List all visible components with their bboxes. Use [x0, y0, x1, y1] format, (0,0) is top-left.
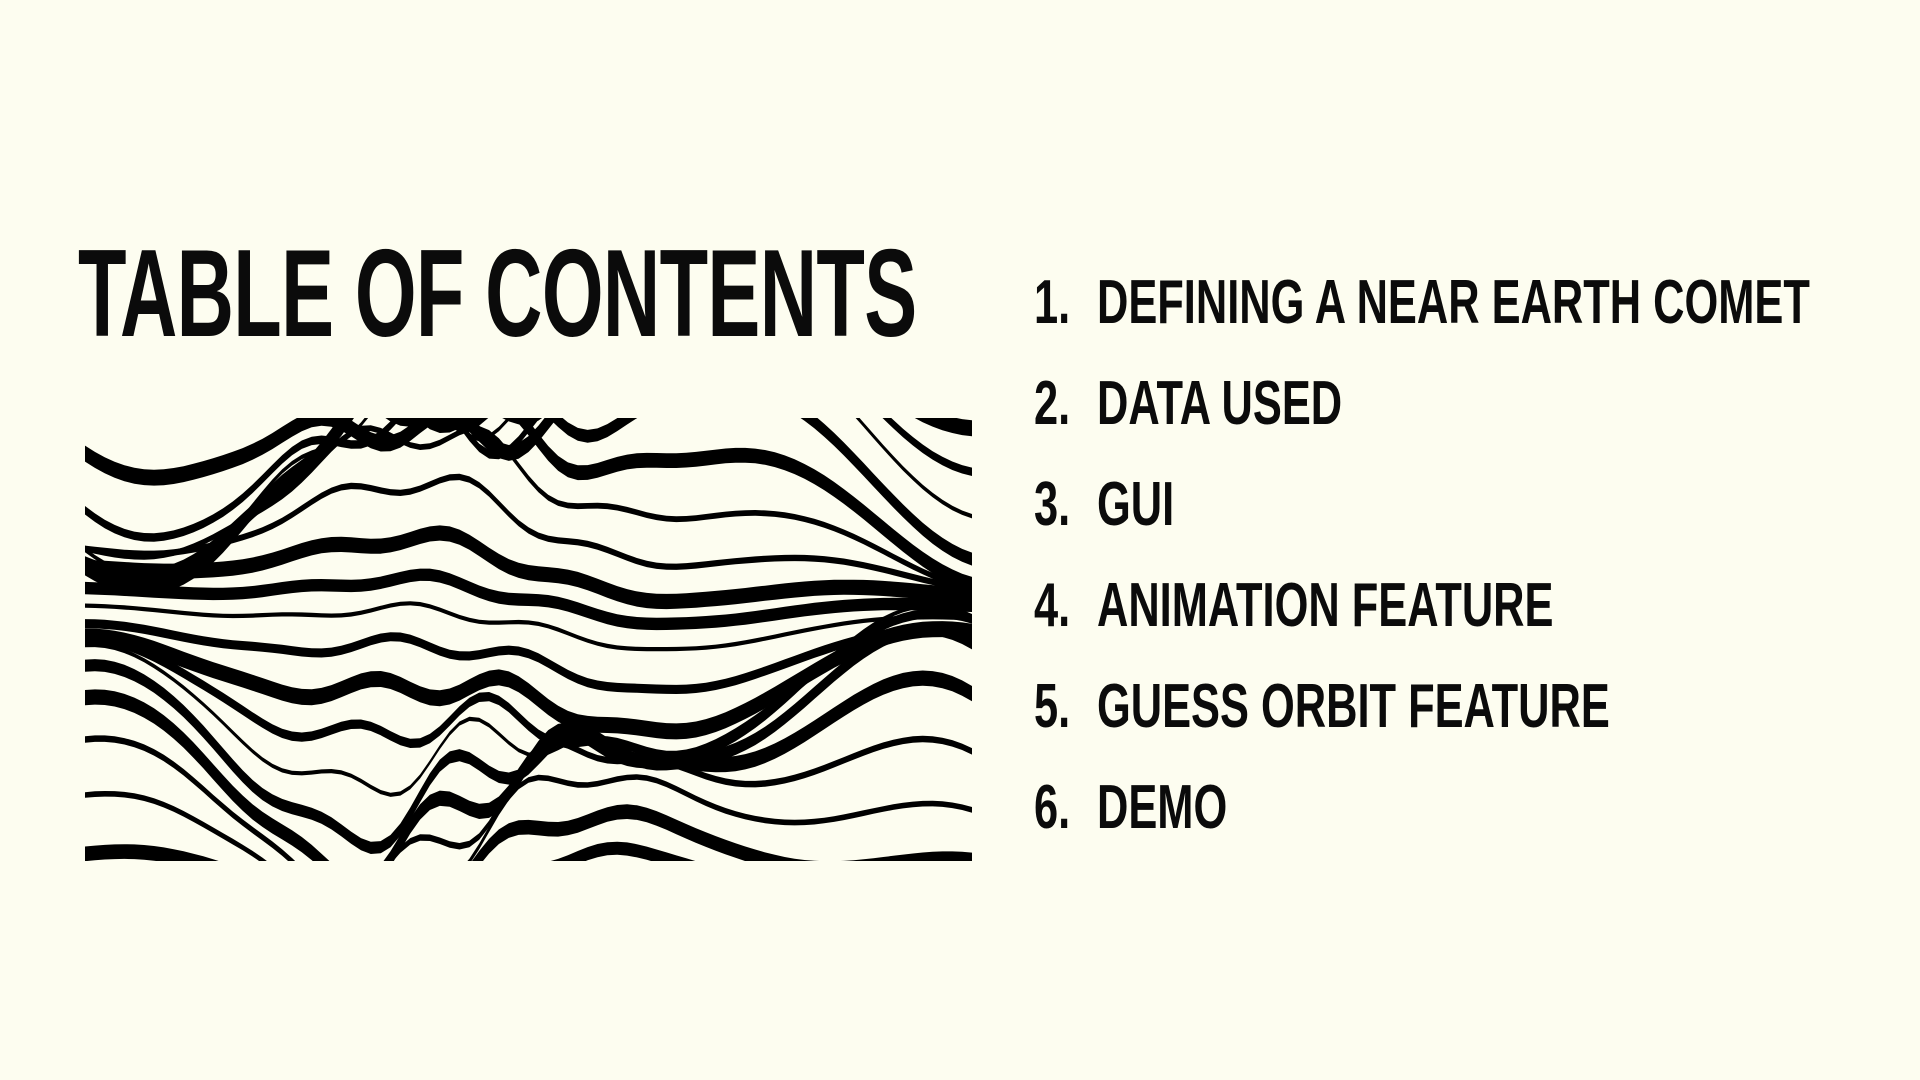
toc-item-number: 2. — [1034, 369, 1071, 438]
stripe-band — [85, 735, 972, 861]
toc-item-3: 3.GUI — [1034, 474, 1920, 575]
stripe-band — [85, 418, 972, 592]
toc-item-number: 3. — [1034, 470, 1071, 539]
stripe-band — [550, 841, 696, 861]
stripe-band — [85, 608, 972, 761]
stripe-band — [85, 568, 972, 631]
toc-item-label: DATA USED — [1097, 369, 1343, 438]
stripe-band — [85, 623, 972, 854]
toc-item-label: GUI — [1097, 470, 1175, 539]
toc-item-1: 1.DEFINING A NEAR EARTH COMET — [1034, 272, 1920, 373]
toc-item-number: 1. — [1034, 268, 1071, 337]
slide-title: TABLE OF CONTENTS — [78, 225, 917, 363]
stripe-band — [85, 619, 972, 694]
toc-item-number: 4. — [1034, 571, 1071, 640]
stripes-graphic — [85, 418, 972, 861]
stripe-band — [85, 418, 972, 486]
toc-item-4: 4.ANIMATION FEATURE — [1034, 575, 1920, 676]
stripe-band — [85, 425, 972, 592]
toc-item-2: 2.DATA USED — [1034, 373, 1920, 474]
stripe-band — [85, 804, 972, 861]
toc-item-label: ANIMATION FEATURE — [1097, 571, 1554, 640]
stripe-band — [85, 601, 972, 652]
toc-item-number: 5. — [1034, 672, 1071, 741]
toc-list: 1.DEFINING A NEAR EARTH COMET 2.DATA USE… — [1034, 272, 1920, 878]
stripe-band — [85, 525, 972, 610]
toc-item-label: DEMO — [1097, 773, 1228, 842]
abstract-wavy-stripes-image — [85, 418, 972, 861]
stripe-band — [85, 670, 972, 861]
stripe-band — [85, 418, 972, 542]
stripe-band — [85, 473, 972, 592]
stripes-group — [85, 418, 972, 861]
toc-item-number: 6. — [1034, 773, 1071, 842]
stripe-band — [85, 621, 972, 740]
toc-item-label: DEFINING A NEAR EARTH COMET — [1097, 268, 1810, 337]
toc-item-6: 6.DEMO — [1034, 777, 1920, 878]
toc-item-5: 5.GUESS ORBIT FEATURE — [1034, 676, 1920, 777]
toc-item-label: GUESS ORBIT FEATURE — [1097, 672, 1610, 741]
